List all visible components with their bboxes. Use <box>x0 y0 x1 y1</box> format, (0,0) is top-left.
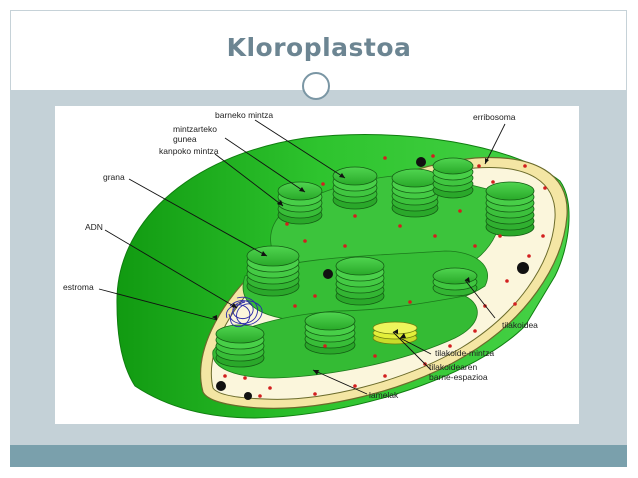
chloroplast-diagram: barneko mintza mintzarteko gunea kanpoko… <box>55 106 579 424</box>
leader-tilakoidea <box>464 279 496 319</box>
granum-9 <box>215 324 265 368</box>
label-tilakoide-mintza: tilakoide-mintza <box>435 348 494 358</box>
leader-tilakoidearen <box>392 331 432 371</box>
granum-7 <box>335 256 385 306</box>
leader-tilakoide-mintza <box>399 337 432 355</box>
granum-6 <box>246 245 300 297</box>
label-mintzarteko-gunea-2: gunea <box>173 134 197 144</box>
leader-arrowheads <box>212 158 489 375</box>
granum-8 <box>432 267 478 297</box>
label-tilakoidea: tilakoidea <box>502 320 538 330</box>
leader-adn <box>104 229 238 309</box>
label-lamelak: lamelak <box>369 390 399 400</box>
granum-stacks <box>215 157 535 368</box>
leader-lamelak <box>312 369 368 395</box>
label-barneko-mintza: barneko mintza <box>215 110 273 120</box>
leader-barneko-mintza <box>254 119 346 179</box>
label-tilakoidearen-2: barne-espazioa <box>429 372 488 382</box>
leader-lines <box>98 119 506 395</box>
label-kanpoko-mintza: kanpoko mintza <box>159 146 219 156</box>
label-tilakoidearen-1: tilakoidearen <box>429 362 477 372</box>
slide-title: Kloroplastoa <box>226 33 412 62</box>
leader-estroma <box>98 288 218 321</box>
label-erribosoma: erribosoma <box>473 112 516 122</box>
title-ring-ornament <box>302 72 330 100</box>
ribosomes <box>223 154 547 398</box>
granum-2 <box>332 166 378 210</box>
leader-kanpoko-mintza <box>214 153 284 207</box>
granum-4 <box>432 157 474 199</box>
thylakoid-lumen-highlight <box>372 321 418 345</box>
black-granules <box>216 157 529 400</box>
granum-1 <box>277 181 323 225</box>
leader-erribosoma <box>484 123 506 165</box>
slide-footer-bar <box>10 445 627 467</box>
label-grana: grana <box>103 172 125 182</box>
label-estroma: estroma <box>63 282 94 292</box>
granum-10 <box>304 311 356 355</box>
label-adn: ADN <box>85 222 103 232</box>
granum-5 <box>485 181 535 237</box>
leader-mintzarteko <box>224 137 306 193</box>
leader-grana <box>128 178 268 257</box>
granum-3 <box>391 168 439 218</box>
label-mintzarteko-gunea-1: mintzarteko <box>173 124 217 134</box>
